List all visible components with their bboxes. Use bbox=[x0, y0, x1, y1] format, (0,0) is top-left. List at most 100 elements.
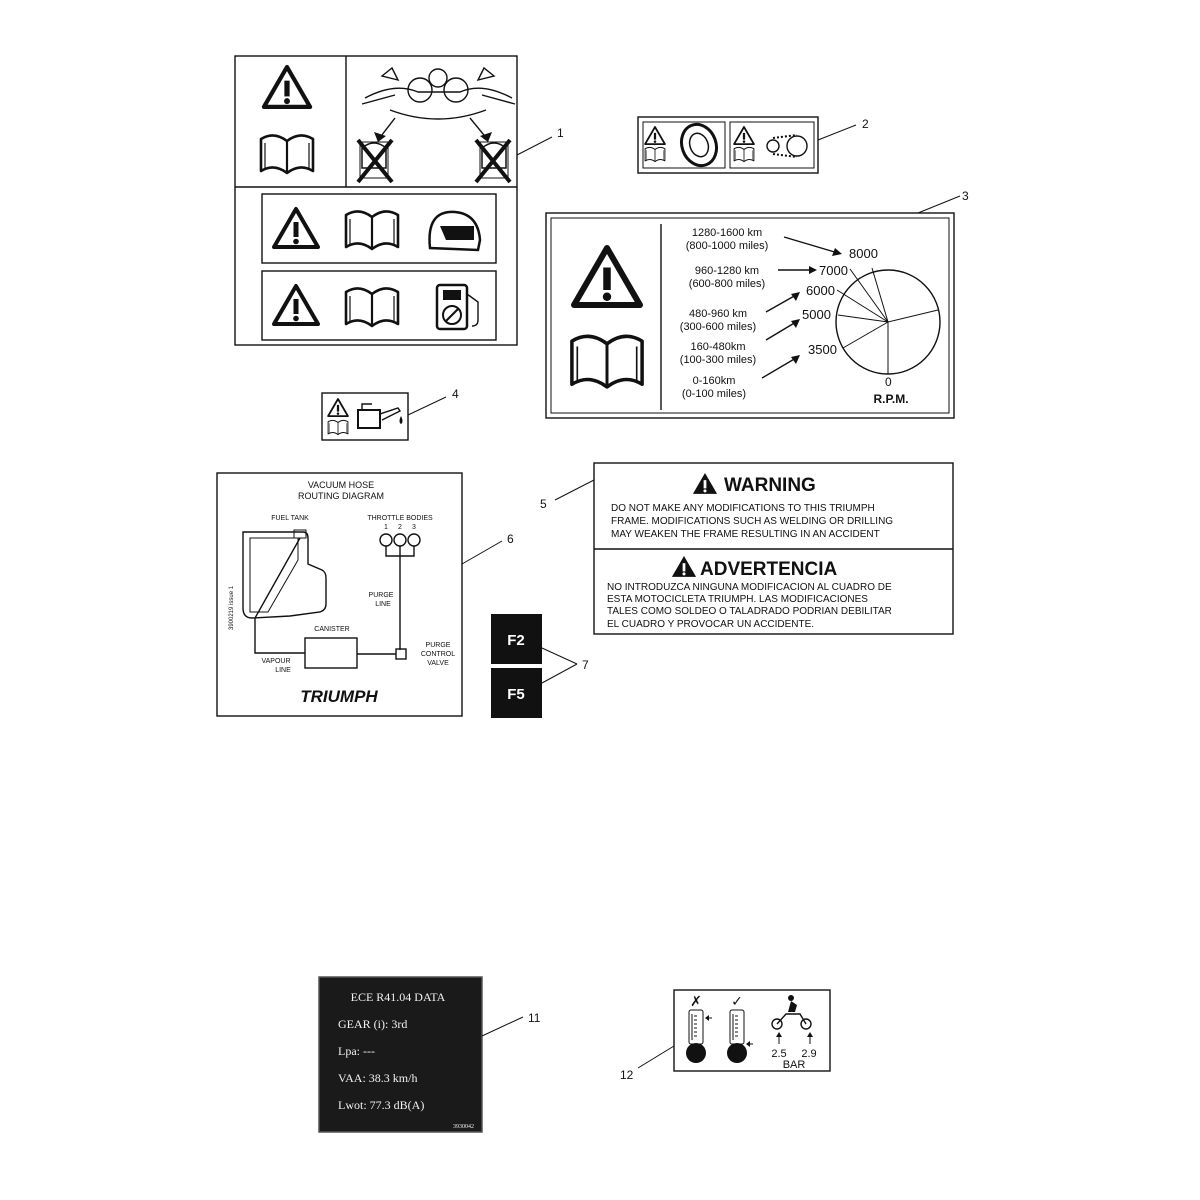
rpm-3500: 3500 bbox=[808, 342, 837, 357]
purge-control-valve-box bbox=[395, 648, 407, 660]
warning-line-3: MAY WEAKEN THE FRAME RESULTING IN AN ACC… bbox=[611, 529, 880, 540]
break-in-km-1: 1280-1600 km bbox=[692, 227, 762, 239]
warning-line-2: FRAME. MODIFICATIONS SUCH AS WELDING OR … bbox=[611, 516, 893, 527]
advertencia-line-2: ESTA MOTOCICLETA TRIUMPH. LAS MODIFICACI… bbox=[607, 594, 868, 605]
label-5-frame-warning: WARNING DO NOT MAKE ANY MODIFICATIONS TO… bbox=[540, 462, 954, 635]
cold-check-mark: ✓ bbox=[731, 993, 743, 1009]
warning-triangle-icon bbox=[692, 473, 718, 494]
manual-book-icon bbox=[344, 287, 400, 328]
break-in-miles-1: (800-1000 miles) bbox=[686, 240, 769, 252]
manual-book-icon bbox=[644, 146, 666, 163]
helmet-icon bbox=[428, 210, 482, 252]
manual-book-icon bbox=[327, 419, 349, 436]
thermometer-cold-icon bbox=[727, 1009, 753, 1063]
break-in-km-3: 480-960 km bbox=[689, 308, 747, 320]
break-in-miles-4: (100-300 miles) bbox=[680, 354, 756, 366]
vacuum-title-2: ROUTING DIAGRAM bbox=[298, 491, 384, 501]
vacuum-part-number: 3900219 issue 1 bbox=[229, 585, 235, 630]
callout-2: 2 bbox=[862, 117, 869, 131]
manual-book-icon bbox=[259, 134, 315, 175]
canister-label: CANISTER bbox=[314, 626, 349, 633]
advertencia-title: ADVERTENCIA bbox=[700, 559, 838, 580]
advertencia-line-3: TALES COMO SOLDEO O TALADRADO PODRIAN DE… bbox=[607, 606, 892, 617]
handlebar-luggage-icon bbox=[356, 66, 516, 184]
callout-3: 3 bbox=[962, 189, 969, 203]
warning-triangle-icon bbox=[272, 284, 320, 326]
warning-title: WARNING bbox=[724, 475, 816, 496]
cold-cross-mark: ✗ bbox=[690, 993, 702, 1009]
warning-triangle-icon bbox=[671, 556, 697, 577]
callout-7: 7 bbox=[582, 658, 589, 672]
break-in-miles-2: (600-800 miles) bbox=[689, 278, 765, 290]
ece-vaa: VAA: 38.3 km/h bbox=[338, 1071, 417, 1085]
pressure-rear: 2.9 bbox=[801, 1048, 816, 1060]
fuel-pump-icon bbox=[435, 283, 479, 331]
rpm-7000: 7000 bbox=[819, 263, 848, 278]
callout-12: 12 bbox=[620, 1068, 634, 1082]
leader-line bbox=[461, 540, 503, 565]
vapour-line-label-1: VAPOUR bbox=[261, 658, 290, 665]
rpm-8000: 8000 bbox=[849, 246, 878, 261]
canister-box bbox=[304, 637, 358, 669]
label-12-tyre-pressure: ✗ ✓ 2.5 2.9 BAR 12 bbox=[620, 989, 831, 1082]
vacuum-title-1: VACUUM HOSE bbox=[308, 480, 374, 490]
callout-6: 6 bbox=[507, 532, 514, 546]
chain-icon bbox=[766, 134, 808, 158]
manual-book-icon bbox=[570, 334, 644, 389]
break-in-arrows bbox=[761, 236, 842, 379]
label-7-fuse-labels: F2 F5 7 bbox=[491, 614, 589, 718]
thermometer-hot-icon bbox=[686, 1009, 712, 1063]
ece-title: ECE R41.04 DATA bbox=[351, 990, 446, 1004]
callout-11: 11 bbox=[528, 1011, 541, 1025]
leader-line bbox=[817, 124, 857, 141]
vapour-line bbox=[254, 537, 305, 654]
label-3-break-in-rpm: 1280-1600 km (800-1000 miles) 960-1280 k… bbox=[545, 189, 969, 419]
fuse-label-f5 bbox=[491, 668, 542, 718]
warning-triangle-icon bbox=[644, 126, 666, 146]
fuse-f5-text: F5 bbox=[507, 686, 525, 703]
rpm-0: 0 bbox=[885, 375, 892, 389]
break-in-km-2: 960-1280 km bbox=[695, 265, 759, 277]
pressure-front: 2.5 bbox=[771, 1048, 786, 1060]
leader-line bbox=[637, 1045, 675, 1069]
throttle-body-1: 1 bbox=[384, 524, 388, 531]
purge-line-label-1: PURGE bbox=[369, 592, 394, 599]
motorcycle-rider-icon bbox=[771, 995, 812, 1030]
break-in-km-4: 160-480km bbox=[690, 341, 745, 353]
pressure-unit: BAR bbox=[783, 1059, 806, 1071]
pcv-label-3: VALVE bbox=[427, 660, 449, 667]
advertencia-line-4: EL CUADRO Y PROVOCAR UN ACCIDENTE. bbox=[607, 619, 814, 630]
leader-line bbox=[407, 396, 447, 416]
label-6-vacuum-hose-diagram: VACUUM HOSE ROUTING DIAGRAM FUEL TANK TH… bbox=[216, 472, 514, 717]
fuel-tank-label: FUEL TANK bbox=[271, 515, 309, 522]
pcv-label-1: PURGE bbox=[426, 642, 451, 649]
ece-part-number: 3930042 bbox=[453, 1124, 474, 1130]
leader-line bbox=[541, 647, 578, 684]
rpm-5000: 5000 bbox=[802, 307, 831, 322]
leader-line bbox=[516, 136, 553, 156]
rpm-label: R.P.M. bbox=[873, 392, 908, 406]
throttle-body-2: 2 bbox=[398, 524, 402, 531]
label-4-oil-warning: 4 bbox=[321, 387, 459, 441]
ece-lpa: Lpa: --- bbox=[338, 1044, 375, 1058]
vapour-line-label-2: LINE bbox=[275, 667, 291, 674]
warning-triangle-icon bbox=[327, 398, 349, 418]
label-1-handlebar-warning: 1 bbox=[234, 55, 564, 346]
fuel-tank-shape bbox=[242, 529, 327, 619]
throttle-body-3: 3 bbox=[412, 524, 416, 531]
advertencia-line-1: NO INTRODUZCA NINGUNA MODIFICACION AL CU… bbox=[607, 582, 892, 593]
warning-triangle-icon bbox=[574, 248, 640, 305]
label-11-ece-data: ECE R41.04 DATA GEAR (i): 3rd Lpa: --- V… bbox=[318, 976, 541, 1133]
break-in-miles-5: (0-100 miles) bbox=[682, 388, 746, 400]
fuse-label-f2 bbox=[491, 614, 542, 664]
leader-line bbox=[554, 479, 595, 501]
manual-book-icon bbox=[733, 146, 755, 163]
warning-triangle-icon bbox=[733, 126, 755, 146]
leader-line bbox=[481, 1016, 524, 1037]
throttle-bodies bbox=[379, 533, 421, 650]
callout-5: 5 bbox=[540, 497, 547, 511]
callout-1: 1 bbox=[557, 126, 564, 140]
rpm-6000: 6000 bbox=[806, 283, 835, 298]
oil-can-icon bbox=[357, 403, 403, 429]
